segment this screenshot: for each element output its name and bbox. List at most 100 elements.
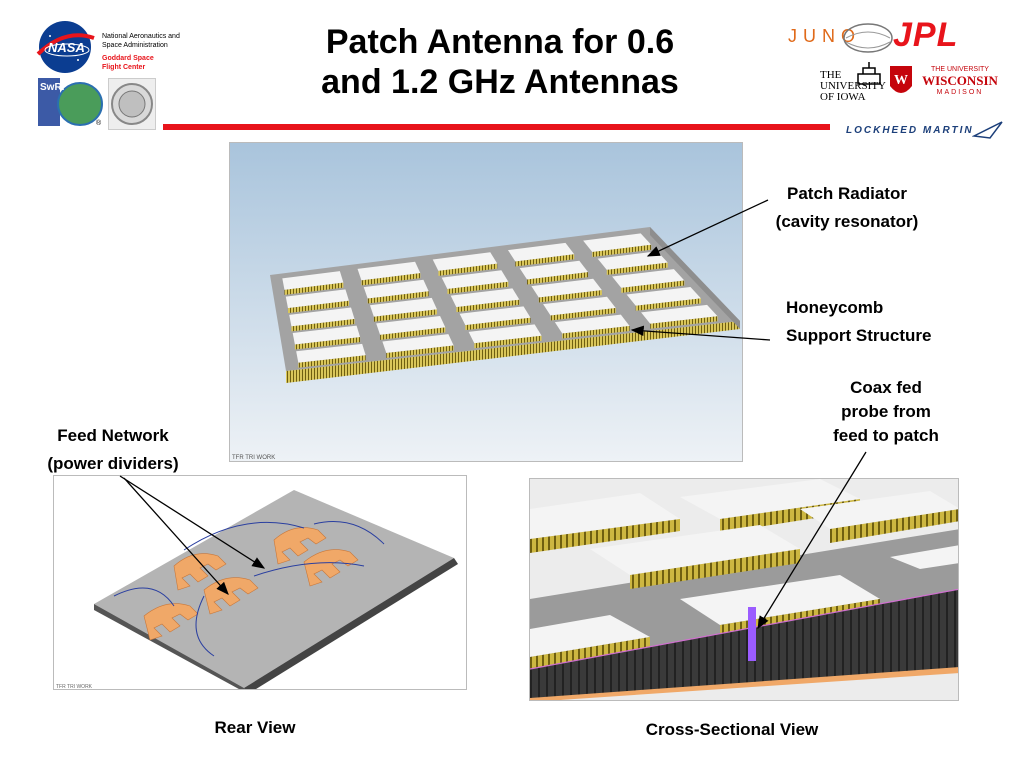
lockheed-logo: LOCKHEED MARTIN bbox=[846, 120, 1006, 142]
patch-radiator-line2: (cavity resonator) bbox=[775, 212, 919, 231]
patch-element bbox=[450, 288, 520, 308]
patch-honeycomb-edge bbox=[550, 308, 616, 321]
patch-honeycomb-edge bbox=[284, 282, 344, 295]
antenna-array-svg: TFR TRI WORK bbox=[230, 143, 742, 461]
patch-element bbox=[507, 242, 575, 262]
patch-element bbox=[282, 271, 344, 290]
patch-element bbox=[296, 343, 366, 363]
patch-honeycomb-edge bbox=[538, 290, 602, 303]
patch-honeycomb-edge bbox=[562, 325, 630, 339]
cross-section-caption: Cross-Sectional View bbox=[645, 720, 819, 739]
patch-honeycomb-edge bbox=[373, 309, 437, 322]
title-line-2: and 1.2 GHz Antennas bbox=[321, 63, 679, 101]
patch-element bbox=[641, 304, 718, 324]
wisconsin-logo: THE UNIVERSITY WISCONSIN MADISON bbox=[918, 66, 1002, 96]
svg-text:W: W bbox=[894, 73, 908, 88]
nasa-text-line1: National Aeronautics and bbox=[102, 33, 180, 40]
patch-element bbox=[468, 324, 542, 344]
patch-grid bbox=[282, 233, 718, 368]
coax-line2: probe from bbox=[841, 402, 931, 421]
registered-mark: ® bbox=[96, 120, 102, 127]
goddard-text: Goddard Space Flight Center bbox=[102, 54, 154, 72]
patch-honeycomb-edge bbox=[515, 254, 575, 267]
patch-element bbox=[441, 270, 509, 290]
coax-line3: feed to patch bbox=[833, 426, 939, 445]
juno-word: JUNO bbox=[788, 26, 861, 46]
star-icon bbox=[972, 121, 1003, 139]
swri-globe-icon bbox=[38, 78, 103, 126]
tfr-watermark-rear: TFR TRI WORK bbox=[56, 684, 93, 690]
patch-honeycomb-edge bbox=[474, 335, 542, 349]
patch-element bbox=[369, 297, 437, 317]
honeycomb-line2: Support Structure bbox=[786, 326, 932, 345]
patch-honeycomb-edge bbox=[367, 291, 429, 304]
wisc-line3: MADISON bbox=[936, 89, 984, 96]
patch-honeycomb-edge bbox=[361, 273, 421, 286]
lockheed-word: LOCKHEED MARTIN bbox=[846, 125, 974, 136]
honeycomb-label: Honeycomb Support Structure bbox=[786, 294, 966, 350]
patch-honeycomb-edge bbox=[465, 317, 531, 331]
nasa-agency-text: National Aeronautics and Space Administr… bbox=[102, 32, 192, 50]
rear-view-svg: TFR TRI WORK bbox=[54, 476, 466, 690]
patch-element bbox=[376, 316, 446, 335]
patch-element bbox=[543, 296, 616, 316]
cross-section-svg bbox=[530, 479, 958, 700]
juno-logo: JUNO bbox=[788, 20, 898, 64]
capitol-icon bbox=[857, 62, 881, 85]
wisc-line2: WISCONSIN bbox=[922, 73, 998, 88]
patch-honeycomb-edge bbox=[298, 355, 366, 368]
patch-honeycomb-edge bbox=[386, 345, 454, 359]
patch-element bbox=[459, 306, 531, 326]
honeycomb-line1: Honeycomb bbox=[786, 298, 884, 317]
nasa-text-line2: Space Administration bbox=[102, 42, 168, 49]
goddard-line2: Flight Center bbox=[102, 64, 146, 71]
coax-probe bbox=[748, 607, 756, 661]
coax-label: Coax fed probe from feed to patch bbox=[806, 376, 966, 448]
patch-honeycomb-edge bbox=[650, 316, 718, 329]
goddard-line1: Goddard Space bbox=[102, 55, 154, 62]
patch-radiator-line1: Patch Radiator bbox=[787, 184, 907, 203]
title-underline bbox=[163, 124, 830, 130]
patch-element bbox=[626, 287, 701, 306]
patch-honeycomb-edge bbox=[635, 298, 701, 311]
patch-honeycomb-edge bbox=[456, 299, 520, 313]
patch-element bbox=[554, 314, 630, 334]
patch-honeycomb-edge bbox=[380, 327, 446, 340]
nasa-meatball-icon bbox=[36, 21, 95, 73]
feed-line2: (power dividers) bbox=[47, 454, 179, 473]
patch-honeycomb-edge bbox=[294, 337, 361, 350]
patch-element bbox=[289, 307, 355, 327]
feed-network-label: Feed Network (power dividers) bbox=[28, 422, 198, 478]
patch-honeycomb-edge bbox=[447, 281, 509, 295]
feed-line1: Feed Network bbox=[57, 426, 169, 445]
jupiter-icon bbox=[843, 23, 893, 53]
patch-element bbox=[583, 233, 652, 252]
patch-element bbox=[432, 252, 498, 271]
patch-honeycomb-edge bbox=[438, 263, 498, 276]
wisconsin-crest: W bbox=[888, 62, 914, 102]
patch-element bbox=[382, 334, 454, 354]
patch-honeycomb-edge bbox=[592, 244, 652, 257]
patch-honeycomb-edge bbox=[291, 318, 355, 332]
iowa-line1: THE bbox=[820, 69, 842, 81]
rear-view-caption: Rear View bbox=[214, 718, 296, 737]
patch-honeycomb-edge bbox=[621, 280, 685, 293]
iowa-line3: OF IOWA bbox=[820, 91, 866, 103]
wisc-line1: THE UNIVERSITY bbox=[931, 66, 989, 73]
rear-view-render: TFR TRI WORK bbox=[53, 475, 467, 690]
patch-element bbox=[363, 279, 429, 299]
iowa-line2: UNIVERSITY bbox=[820, 80, 886, 92]
patch-element bbox=[357, 261, 421, 281]
page-title: Patch Antenna for 0.6 and 1.2 GHz Antenn… bbox=[250, 22, 750, 102]
jpl-logo: JPL bbox=[893, 16, 959, 54]
antenna-array-render: TFR TRI WORK bbox=[229, 142, 743, 462]
patch-honeycomb-edge bbox=[606, 262, 668, 275]
patch-element bbox=[612, 269, 685, 288]
nasa-word: NASA bbox=[48, 40, 85, 55]
tfr-watermark: TFR TRI WORK bbox=[232, 455, 275, 461]
swri-logo: SwRI ® bbox=[36, 76, 106, 130]
patch-honeycomb-edge bbox=[527, 272, 589, 285]
patch-element bbox=[292, 325, 361, 345]
title-line-1: Patch Antenna for 0.6 bbox=[325, 23, 675, 61]
apl-seal-icon bbox=[111, 83, 153, 125]
